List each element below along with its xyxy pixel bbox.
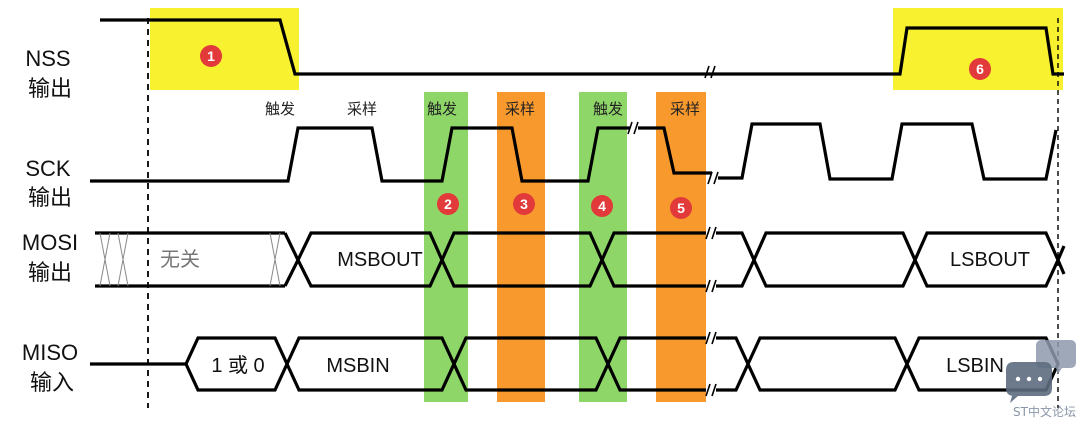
- marker-6: 6: [969, 58, 991, 80]
- edge-label-trigger-3: 触发: [593, 100, 623, 118]
- marker-1: 1: [200, 45, 222, 67]
- svg-text:1: 1: [207, 48, 215, 64]
- edge-label-sample-1: 采样: [347, 100, 377, 118]
- miso-direction: 输入: [30, 371, 74, 396]
- miso-break-marks: [705, 331, 717, 397]
- mosi-bus: [95, 226, 1066, 293]
- edge-label-trigger-2: 触发: [427, 100, 457, 118]
- marker-2: 2: [437, 193, 459, 215]
- mosi-msbout-label: MSBOUT: [337, 249, 423, 271]
- nss-direction: 输出: [28, 77, 72, 102]
- miso-msbin-label: MSBIN: [326, 355, 389, 377]
- mosi-dont-care-label: 无关: [160, 248, 200, 271]
- edge-label-sample-3: 采样: [670, 100, 700, 118]
- mosi-name: MOSI: [22, 230, 78, 255]
- nss-name: NSS: [25, 46, 70, 71]
- chat-bubble-icon: [1006, 340, 1076, 403]
- edge-label-trigger-1: 触发: [265, 100, 295, 118]
- mosi-lsbout-label: LSBOUT: [950, 249, 1030, 271]
- nss-highlight-start: [150, 8, 299, 90]
- marker-5: 5: [670, 197, 692, 219]
- sck-waveform: [90, 121, 1058, 185]
- marker-4: 4: [591, 195, 613, 217]
- miso-idle-label: 1 或 0: [211, 354, 264, 377]
- svg-text:2: 2: [444, 196, 452, 212]
- sck-name: SCK: [25, 156, 71, 181]
- svg-text:4: 4: [598, 198, 606, 214]
- svg-text:ST中文论坛: ST中文论坛: [1013, 404, 1076, 419]
- mosi-direction: 输出: [28, 261, 72, 286]
- svg-text:5: 5: [677, 200, 685, 216]
- nss-waveform: [100, 18, 1064, 79]
- trigger-band-1: [424, 92, 468, 402]
- miso-name: MISO: [22, 340, 78, 365]
- sample-band-2: [656, 92, 706, 402]
- nss-break-mark: [704, 65, 716, 79]
- sck-break-marks: [627, 121, 719, 185]
- miso-lsbin-label: LSBIN: [946, 355, 1004, 377]
- mosi-break-marks: [705, 226, 717, 293]
- forum-watermark: ST中文论坛: [1006, 340, 1076, 419]
- edge-label-sample-2: 采样: [505, 100, 535, 118]
- svg-text:6: 6: [976, 61, 984, 77]
- sck-direction: 输出: [28, 186, 72, 211]
- marker-3: 3: [513, 193, 535, 215]
- sample-band-1: [497, 92, 545, 402]
- svg-text:3: 3: [520, 196, 528, 212]
